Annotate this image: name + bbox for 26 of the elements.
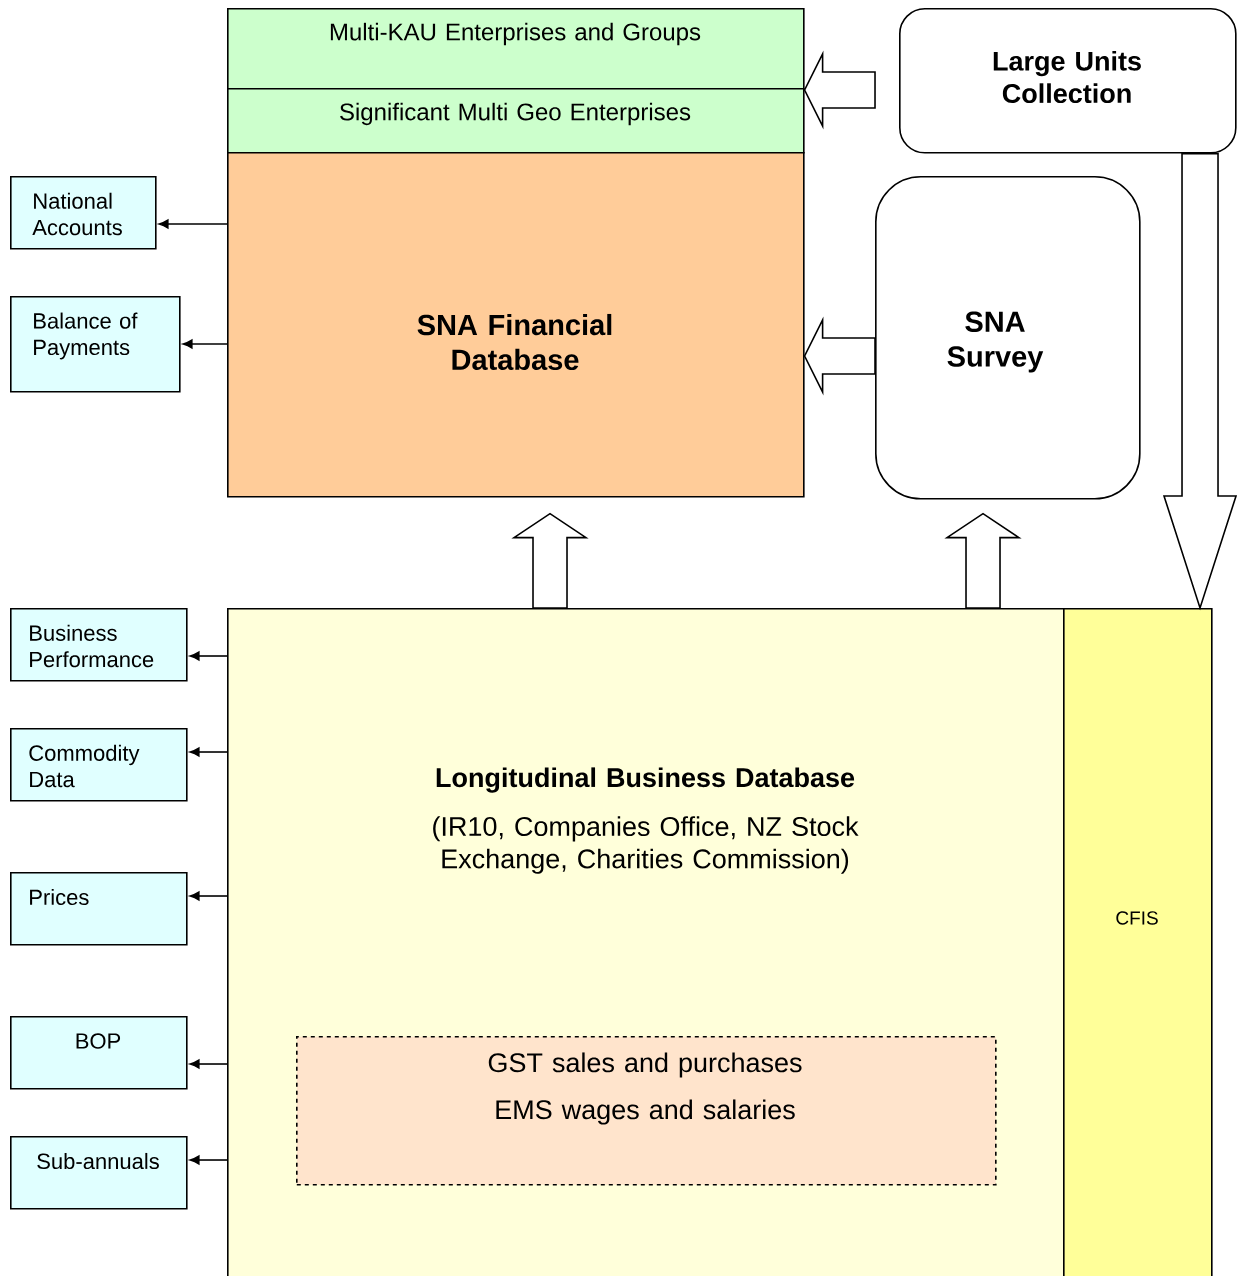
block-arrow	[511, 512, 589, 609]
arrow	[189, 651, 228, 661]
block-arrow	[803, 316, 876, 396]
block-arrow	[944, 512, 1022, 609]
band-box: Significant Multi Geo Enterprises	[227, 88, 805, 154]
arrow	[189, 1059, 228, 1069]
output-box: Commodity Data	[10, 728, 188, 802]
output-box: Sub-annuals	[10, 1136, 188, 1210]
block-arrow	[1162, 152, 1238, 611]
rounded-box: SNA Survey	[875, 176, 1141, 500]
output-box: Business Performance	[10, 608, 188, 682]
rounded-box: Large Units Collection	[899, 8, 1237, 154]
output-box: Balance of Payments	[10, 296, 181, 393]
source-box: GST sales and purchases EMS wages and salaries	[296, 1036, 997, 1186]
database-box: SNA Financial Database	[227, 152, 805, 498]
arrow	[158, 219, 228, 229]
arrow	[182, 339, 228, 349]
output-box: Prices	[10, 872, 188, 946]
output-box: BOP	[10, 1016, 188, 1090]
arrow	[189, 747, 228, 757]
output-box: National Accounts	[10, 176, 157, 250]
arrow	[189, 891, 228, 901]
block-arrow	[803, 50, 876, 130]
column-box: CFIS	[1063, 608, 1213, 1276]
band-box: Multi-KAU Enterprises and Groups	[227, 8, 805, 90]
arrow	[189, 1155, 228, 1165]
